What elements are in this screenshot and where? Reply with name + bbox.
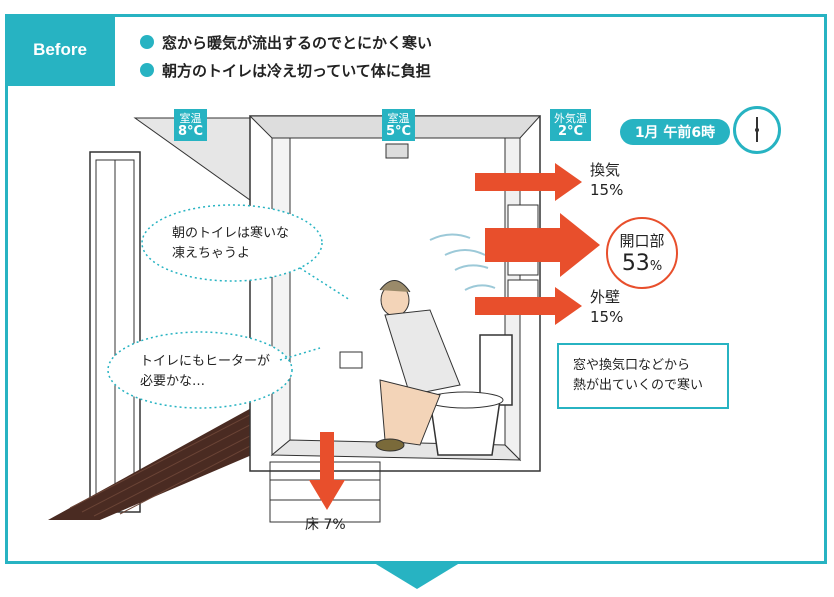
bullet-dot-icon xyxy=(140,63,154,77)
opening-percent-circle: 開口部 53% xyxy=(606,217,678,289)
wall-arrow xyxy=(475,287,582,325)
before-tag: Before xyxy=(5,14,115,86)
bullet-dot-icon xyxy=(140,35,154,49)
wood-floor xyxy=(48,395,275,520)
cold-wind-icon xyxy=(429,233,496,291)
bubble-text-2: トイレにもヒーターが必要かな… xyxy=(140,354,271,389)
speech-bubble-2 xyxy=(107,331,293,409)
heat-loss-arrows xyxy=(309,163,600,510)
paper-holder-icon xyxy=(339,351,363,369)
summary-bullets: 窓から暖気が流出するのでとにかく寒い 朝方のトイレは冷え切っていて体に負担 xyxy=(140,28,432,84)
bullet-text: 窓から暖気が流出するのでとにかく寒い xyxy=(162,33,433,52)
down-arrow-icon xyxy=(371,561,463,589)
opening-arrow xyxy=(485,213,600,277)
time-badge: 1月 午前6時 xyxy=(620,119,730,145)
floor-arrow xyxy=(309,432,345,510)
bubble-text-1: 朝のトイレは寒いな凍えちゃうよ xyxy=(172,226,290,261)
ventilation-arrow xyxy=(475,163,582,201)
clock-icon xyxy=(733,106,781,154)
note-box: 窓や換気口などから熱が出ていくので寒い xyxy=(557,343,729,409)
person-icon xyxy=(375,280,461,452)
speech-bubble-1 xyxy=(141,204,323,282)
toilet-icon xyxy=(426,334,513,456)
floor-label: 床 7% xyxy=(305,517,346,533)
bullet-text: 朝方のトイレは冷え切っていて体に負担 xyxy=(162,61,431,80)
bullet-item: 窓から暖気が流出するのでとにかく寒い xyxy=(140,28,432,56)
bullet-item: 朝方のトイレは冷え切っていて体に負担 xyxy=(140,56,432,84)
